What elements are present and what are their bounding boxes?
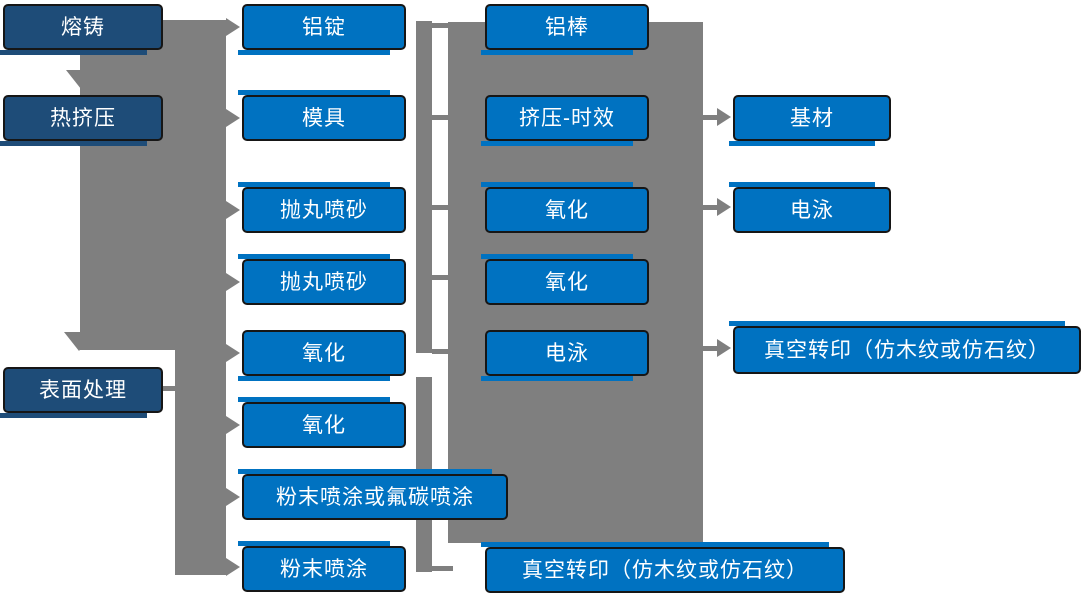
connector-line (703, 346, 718, 351)
node-surface-treatment: 表面处理 (0, 367, 163, 418)
arrow-right-icon (226, 344, 240, 362)
connector-band-left-narrow (175, 348, 226, 575)
node-oxidation-2: 氧化 (238, 397, 406, 448)
node-shot-blasting-2: 抛丸喷砂 (238, 254, 406, 305)
connector-line (432, 205, 449, 210)
connector-line (703, 205, 718, 210)
node-oxidation-4: 氧化 (481, 254, 649, 305)
arrow-right-icon (717, 339, 731, 357)
node-mold: 模具 (238, 90, 406, 141)
arrow-right-icon (226, 18, 240, 36)
node-powder-coating: 粉末喷涂 (238, 541, 406, 592)
node-oxidation-1: 氧化 (238, 330, 406, 381)
arrow-right-icon (717, 198, 731, 216)
node-melting-casting: 熔铸 (0, 4, 163, 55)
arrow-right-icon (717, 108, 731, 126)
connector-line (432, 275, 449, 280)
node-aluminum-rod: 铝棒 (481, 4, 649, 55)
node-oxidation-3: 氧化 (481, 182, 649, 233)
connector-bar-middle-upper (416, 21, 432, 353)
connector-line (432, 23, 449, 28)
node-vacuum-transfer-1: 真空转印（仿木纹或仿石纹） (481, 542, 845, 593)
node-powder-or-fluorocarbon-coating: 粉末喷涂或氟碳喷涂 (238, 469, 508, 520)
arrow-down-icon (66, 70, 96, 89)
arrow-right-icon (226, 273, 240, 291)
arrow-right-icon (226, 558, 240, 576)
node-base-material: 基材 (729, 95, 891, 146)
node-electrophoresis-1: 电泳 (481, 330, 649, 381)
arrow-right-icon (226, 201, 240, 219)
node-vacuum-transfer-2: 真空转印（仿木纹或仿石纹） (729, 321, 1081, 374)
connector-line (432, 566, 453, 571)
connector-line (432, 349, 449, 354)
arrow-right-icon (226, 416, 240, 434)
node-hot-extrusion: 热挤压 (0, 95, 163, 146)
node-extrusion-aging: 挤压-时效 (481, 95, 649, 146)
connector-line (703, 115, 718, 120)
connector-line-surface-treatment (163, 386, 178, 391)
arrow-down-icon (64, 332, 94, 351)
node-shot-blasting-1: 抛丸喷砂 (238, 182, 406, 233)
node-aluminum-ingot: 铝锭 (238, 4, 406, 55)
connector-band-left-wide (80, 20, 226, 350)
arrow-right-icon (226, 488, 240, 506)
arrow-right-icon (226, 109, 240, 127)
connector-line (432, 115, 449, 120)
node-electrophoresis-2: 电泳 (729, 182, 891, 233)
